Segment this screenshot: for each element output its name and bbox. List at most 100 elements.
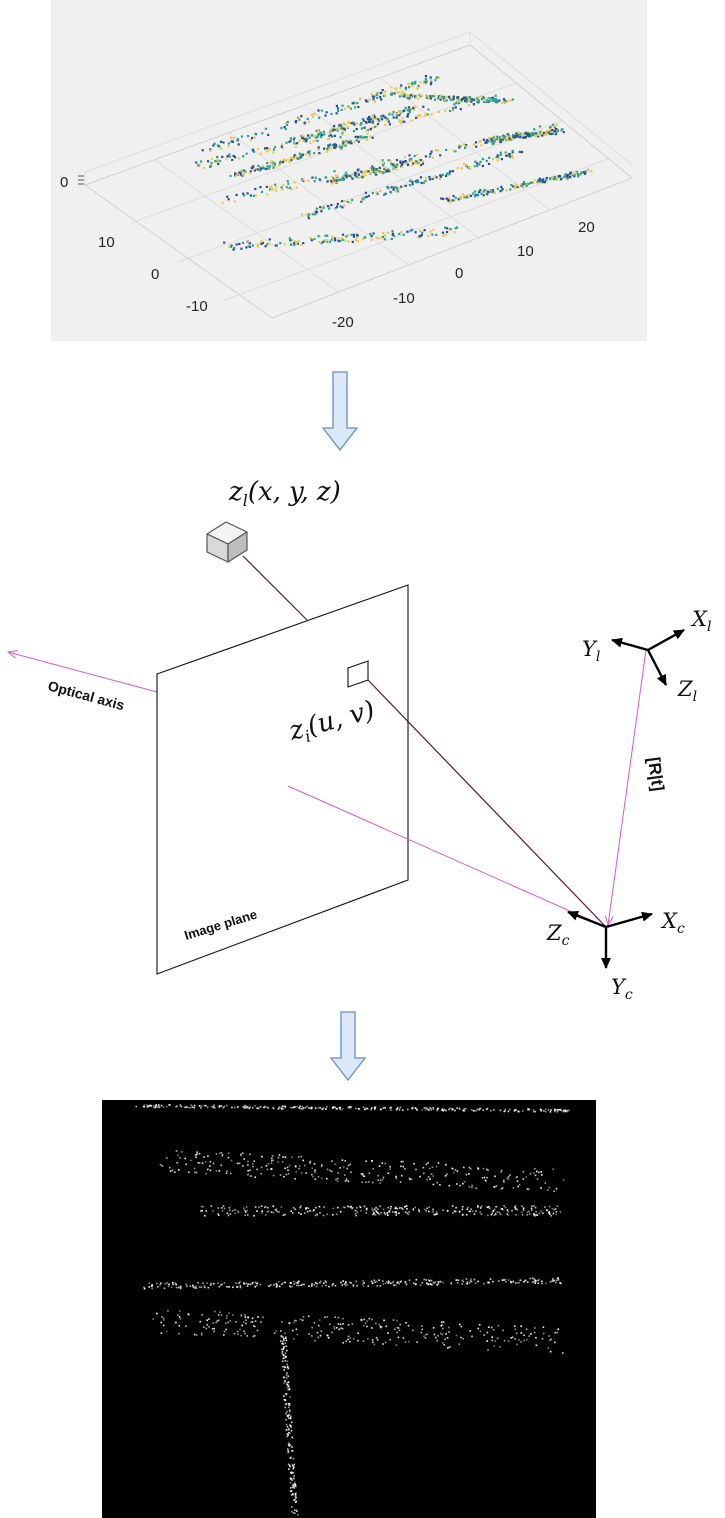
pointcloud-point: [417, 161, 420, 164]
depth-point: [290, 1421, 293, 1424]
depth-point: [470, 1278, 472, 1281]
depth-point: [290, 1456, 292, 1459]
pointcloud-point: [359, 137, 362, 140]
depth-point: [395, 1207, 397, 1209]
depth-point: [387, 1214, 389, 1216]
depth-point: [507, 1210, 509, 1213]
depth-point: [288, 1410, 291, 1413]
depth-point: [548, 1212, 550, 1214]
depth-point: [380, 1211, 382, 1214]
pointcloud-point: [365, 99, 368, 102]
depth-point: [225, 1322, 227, 1325]
pointcloud-point: [369, 127, 372, 130]
depth-point: [366, 1108, 369, 1110]
pointcloud-point: [385, 119, 388, 122]
depth-point: [534, 1174, 537, 1177]
depth-point: [287, 1367, 290, 1370]
depth-point: [407, 1108, 409, 1111]
depth-point: [311, 1106, 313, 1109]
depth-point: [199, 1321, 201, 1323]
pointcloud-point: [406, 94, 409, 97]
depth-point: [378, 1279, 380, 1281]
depth-point: [284, 1332, 286, 1335]
depth-point: [423, 1335, 425, 1337]
depth-point: [280, 1283, 283, 1286]
depth-point: [204, 1214, 206, 1217]
pointcloud-point: [452, 97, 455, 100]
depth-point: [320, 1330, 323, 1332]
pointcloud-point: [289, 139, 292, 142]
depth-point: [246, 1214, 249, 1216]
pointcloud-point: [375, 191, 378, 194]
depth-point: [284, 1213, 286, 1216]
depth-point: [387, 1282, 390, 1284]
pointcloud-point: [410, 159, 413, 162]
depth-point: [300, 1205, 302, 1207]
depth-point: [448, 1184, 451, 1187]
depth-point: [205, 1104, 207, 1107]
depth-point: [488, 1326, 490, 1328]
depth-point: [268, 1285, 270, 1287]
pointcloud-point: [392, 116, 395, 119]
pointcloud-point: [261, 241, 265, 244]
depth-point: [341, 1284, 344, 1286]
depth-point: [415, 1168, 417, 1171]
depth-point: [493, 1186, 495, 1188]
depth-point: [348, 1206, 350, 1208]
depth-point: [421, 1109, 424, 1111]
depth-point: [486, 1107, 489, 1110]
depth-point: [314, 1339, 316, 1342]
pointcloud-point: [426, 113, 429, 116]
pointcloud-point: [550, 131, 553, 134]
depth-point: [417, 1208, 420, 1211]
pointcloud-point: [409, 229, 412, 232]
pointcloud-point: [514, 132, 518, 135]
pointcloud-point: [387, 168, 390, 171]
depth-point: [294, 1498, 297, 1500]
depth-point: [256, 1168, 258, 1171]
depth-point: [526, 1214, 528, 1216]
depth-point: [285, 1419, 287, 1421]
depth-point: [505, 1281, 507, 1283]
depth-point: [451, 1205, 454, 1207]
pointcloud-point: [372, 167, 375, 170]
depth-point: [195, 1156, 197, 1159]
depth-point: [166, 1157, 168, 1159]
depth-point: [550, 1109, 552, 1111]
pointcloud-point: [262, 166, 265, 169]
pointcloud-point: [400, 84, 403, 87]
depth-point: [295, 1320, 298, 1322]
pointcloud-point: [278, 164, 281, 167]
depth-point: [301, 1283, 304, 1286]
depth-point: [290, 1506, 293, 1508]
pointcloud-point: [284, 128, 287, 131]
depth-point: [472, 1110, 475, 1112]
depth-point: [533, 1331, 536, 1334]
depth-point: [440, 1321, 443, 1323]
pointcloud-point: [499, 140, 502, 144]
pointcloud-point: [307, 217, 311, 220]
depth-point: [493, 1214, 495, 1216]
depth-point: [503, 1339, 506, 1342]
depth-point: [446, 1173, 448, 1175]
pointcloud-point: [417, 97, 420, 100]
pointcloud-point: [365, 136, 368, 139]
pointcloud-point: [381, 159, 384, 162]
pointcloud-point: [311, 115, 315, 118]
depth-point: [236, 1210, 239, 1212]
pointcloud-point: [395, 163, 398, 166]
pointcloud-point: [295, 186, 298, 189]
depth-point: [449, 1107, 452, 1109]
pointcloud-point: [305, 213, 308, 216]
pointcloud-point: [386, 231, 389, 234]
pointcloud-point: [534, 133, 537, 136]
pointcloud-point: [371, 192, 374, 195]
depth-point: [350, 1106, 352, 1108]
depth-point: [306, 1210, 309, 1213]
depth-point: [146, 1104, 148, 1106]
depth-point: [208, 1318, 210, 1320]
pointcloud-point: [334, 128, 337, 131]
pointcloud-point: [411, 108, 414, 111]
depth-point: [332, 1283, 335, 1285]
pointcloud-point: [304, 153, 307, 156]
